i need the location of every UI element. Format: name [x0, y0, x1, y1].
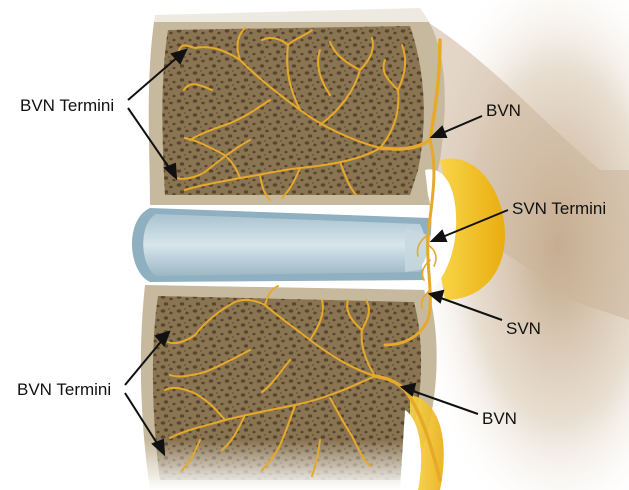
label-bvn-termini-bottom: BVN Termini	[17, 380, 111, 399]
label-svn: SVN	[506, 319, 541, 338]
intervertebral-disc	[132, 208, 438, 282]
label-bvn-top: BVN	[486, 101, 521, 120]
label-svn-termini: SVN Termini	[512, 199, 606, 218]
label-bvn-bottom: BVN	[482, 409, 517, 428]
label-bvn-termini-top: BVN Termini	[20, 96, 114, 115]
